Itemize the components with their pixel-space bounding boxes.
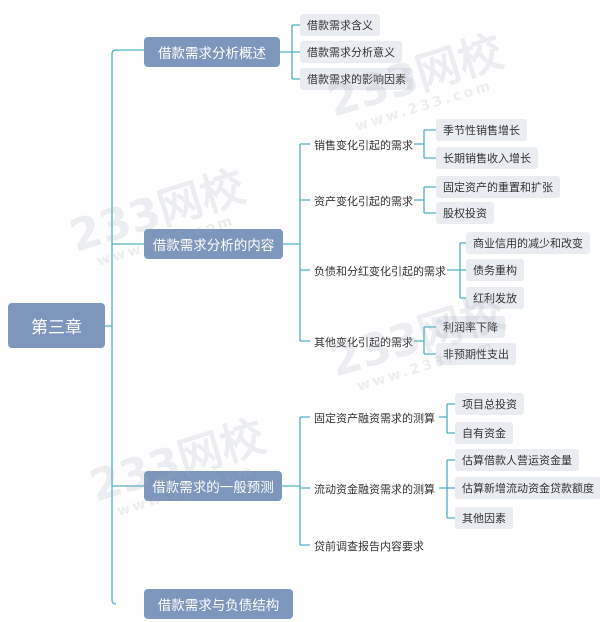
leaf-own-funds[interactable]: 自有资金 (455, 422, 513, 444)
root-node[interactable]: 第三章 (8, 303, 105, 348)
subtopic-asset-change[interactable]: 资产变化引起的需求 (314, 194, 413, 208)
subtopic-liability-dividend-change[interactable]: 负债和分红变化引起的需求 (314, 264, 446, 278)
connector-branch3 (282, 416, 310, 546)
leaf-other-factors[interactable]: 其他因素 (455, 507, 513, 529)
leaf-significance[interactable]: 借款需求分析意义 (300, 41, 402, 63)
subtopic-fixed-asset-financing[interactable]: 固定资产融资需求的测算 (314, 411, 435, 425)
leaf-trade-credit-change[interactable]: 商业信用的减少和改变 (466, 232, 590, 254)
leaf-total-project-investment[interactable]: 项目总投资 (455, 393, 524, 415)
leaf-profit-margin-decline[interactable]: 利润率下降 (436, 316, 505, 338)
subtopic-sales-change[interactable]: 销售变化引起的需求 (314, 138, 413, 152)
branch-loan-demand-forecast[interactable]: 借款需求的一般预测 (144, 471, 282, 501)
subtopic-pre-loan-report[interactable]: 贷前调查报告内容要求 (314, 539, 424, 553)
connector-b2-liabilities (447, 242, 466, 299)
leaf-estimate-new-loan-amount[interactable]: 估算新增流动资金贷款额度 (455, 477, 600, 499)
branch-loan-demand-overview[interactable]: 借款需求分析概述 (144, 37, 280, 67)
leaf-estimate-working-capital[interactable]: 估算借款人营运资金量 (455, 449, 579, 471)
leaf-fixed-asset-replacement[interactable]: 固定资产的重置和扩张 (436, 176, 560, 198)
leaf-influencing-factors[interactable]: 借款需求的影响因素 (300, 68, 413, 90)
connector-b2-other (414, 326, 436, 355)
connector-branch1 (280, 24, 300, 80)
leaf-dividend-payment[interactable]: 红利发放 (466, 287, 524, 309)
connector-root-to-branches (105, 49, 144, 605)
connector-b3-fixed (439, 403, 455, 434)
connector-b2-assets (414, 186, 436, 214)
branch-loan-demand-liability-structure[interactable]: 借款需求与负债结构 (144, 589, 293, 619)
leaf-definition[interactable]: 借款需求含义 (300, 14, 380, 36)
leaf-equity-investment[interactable]: 股权投资 (436, 202, 494, 224)
leaf-unexpected-expenditure[interactable]: 非预期性支出 (436, 343, 516, 365)
leaf-debt-restructuring[interactable]: 债务重构 (466, 259, 524, 281)
leaf-long-term-revenue-growth[interactable]: 长期销售收入增长 (436, 147, 538, 169)
subtopic-working-capital-financing[interactable]: 流动资金融资需求的测算 (314, 482, 435, 496)
leaf-seasonal-sales-growth[interactable]: 季节性销售增长 (436, 119, 527, 141)
subtopic-other-change[interactable]: 其他变化引起的需求 (314, 335, 413, 349)
connector-b3-working (439, 459, 455, 519)
connector-b2-sales (414, 129, 436, 159)
branch-loan-demand-content[interactable]: 借款需求分析的内容 (144, 229, 283, 259)
connector-branch2 (283, 143, 310, 342)
